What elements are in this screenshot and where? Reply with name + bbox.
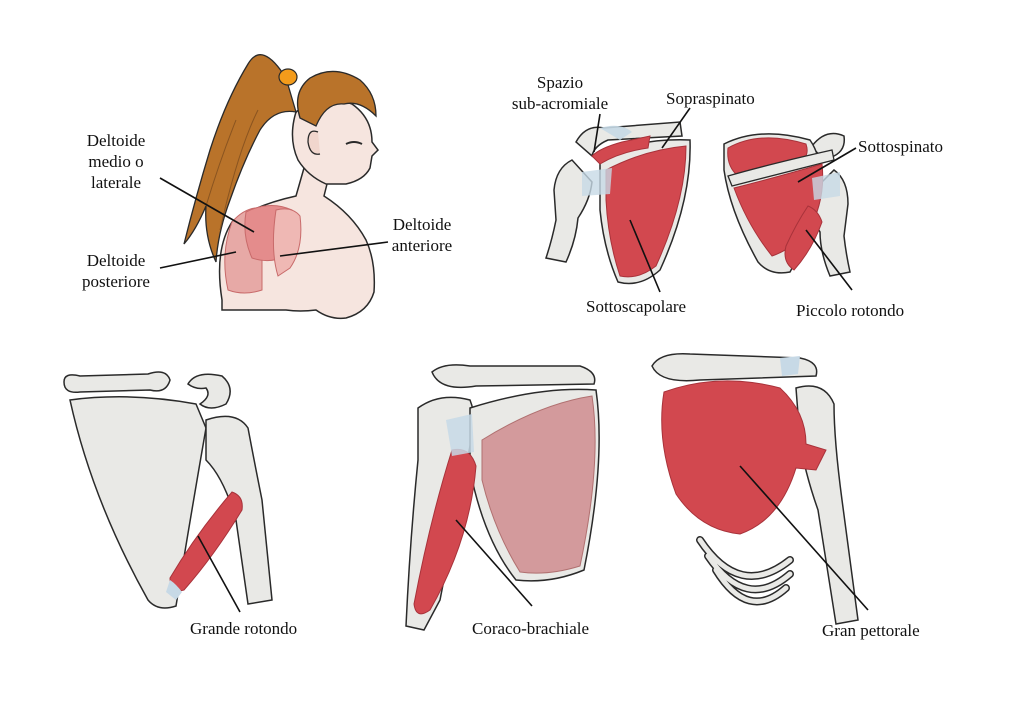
- tendon-left: [582, 168, 612, 196]
- ear: [307, 130, 321, 155]
- supraspinatus-muscle: [727, 137, 808, 177]
- label-gran-pettorale: Gran pettorale: [822, 621, 920, 640]
- label-piccolo-rotondo: Piccolo rotondo: [796, 301, 905, 320]
- label-spazio-sub-acromiale: Spazio sub-acromiale: [511, 73, 609, 113]
- line-gran-pettorale: [739, 465, 869, 611]
- label-deltoide-anteriore: Deltoide anteriore: [391, 215, 453, 255]
- line-sottospinato: [797, 147, 857, 183]
- label-coraco-brachiale: Coraco-brachiale: [472, 619, 590, 638]
- ribs-fill: [697, 537, 793, 604]
- scapula-teres-major: [63, 371, 273, 609]
- teres-major-tendon: [166, 580, 182, 600]
- subscapularis-pale: [481, 395, 596, 574]
- tendon-right: [812, 172, 840, 200]
- line-deltoide-anteriore: [279, 241, 389, 257]
- line-deltoide-medio: [159, 177, 255, 233]
- line-piccolo-rotondo: [805, 229, 853, 291]
- acromion-bl: [187, 373, 231, 409]
- label-deltoide-posteriore: Deltoide posteriore: [82, 251, 150, 291]
- coracobrachialis-muscle: [413, 448, 477, 615]
- leader-lines: [159, 107, 869, 613]
- tendon-br: [780, 356, 800, 376]
- teres-major-muscle: [169, 491, 243, 592]
- clavicle-bm: [431, 364, 596, 389]
- pectoralis-major-muscle: [661, 380, 827, 535]
- line-sopraspinato: [661, 107, 691, 149]
- label-sottoscapolare: Sottoscapolare: [586, 297, 687, 316]
- chest-pectoralis: [651, 353, 859, 625]
- label-deltoide-medio: Deltoide medio o laterale: [86, 131, 146, 192]
- clavicle-br: [651, 353, 818, 382]
- subscapularis-muscle: [605, 145, 687, 278]
- humerus-left: [545, 159, 593, 263]
- woman-figure: [183, 54, 379, 320]
- deltoid-anterior: [272, 208, 302, 277]
- line-sottoscapolare: [629, 219, 661, 293]
- label-sottospinato: Sottospinato: [858, 137, 944, 156]
- scapula-anterior: [545, 121, 691, 285]
- teres-minor-muscle: [784, 205, 823, 271]
- hair: [296, 70, 377, 127]
- line-deltoide-posteriore: [159, 251, 237, 269]
- scapula-posterior: [723, 132, 851, 277]
- coracoid-left: [600, 125, 632, 140]
- line-grande-rotondo: [197, 535, 241, 613]
- hair-tie: [278, 68, 298, 86]
- ponytail: [183, 54, 297, 263]
- line-coraco-brachiale: [455, 519, 533, 607]
- scapula-coracobrachialis: [405, 364, 600, 631]
- supraspinatus-tendon-left: [591, 135, 651, 165]
- label-grande-rotondo: Grande rotondo: [190, 619, 298, 638]
- line-spazio: [593, 113, 601, 153]
- eye: [345, 141, 363, 145]
- clavicle-bl: [63, 371, 171, 394]
- tendon-bm: [446, 414, 474, 456]
- label-sopraspinato: Sopraspinato: [666, 89, 755, 108]
